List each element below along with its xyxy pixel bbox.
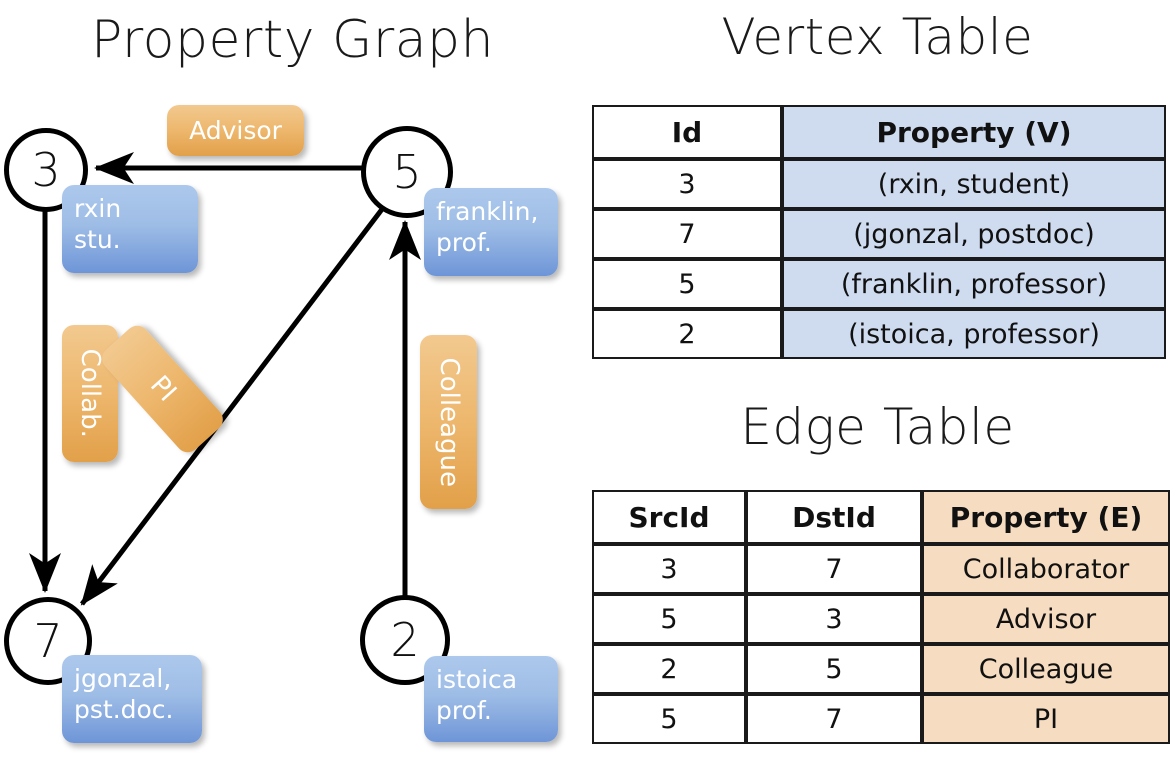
- vertex-table-cell-id: 7: [592, 209, 782, 259]
- table-row: 5 (franklin, professor): [592, 259, 1166, 309]
- vertex-table-cell-id: 2: [592, 309, 782, 359]
- vertex-property-box-rxin: rxin stu.: [62, 185, 198, 273]
- table-row: 3 7 Collaborator: [592, 544, 1170, 594]
- graph-node-2[interactable]: 2: [360, 595, 450, 685]
- graph-node-5[interactable]: 5: [361, 126, 453, 218]
- vertex-property-line: prof.: [436, 228, 492, 258]
- edge-table-cell-property: PI: [922, 694, 1170, 744]
- edge-table-cell-property: Colleague: [922, 644, 1170, 694]
- edge-table-cell-dstid: 3: [746, 594, 922, 644]
- table-row: 2 5 Colleague: [592, 644, 1170, 694]
- edge-table-cell-property: Collaborator: [922, 544, 1170, 594]
- edge-table: SrcId DstId Property (E) 3 7 Collaborato…: [592, 490, 1170, 744]
- vertex-property-line: prof.: [436, 696, 492, 726]
- edge-table-cell-srcid: 2: [592, 644, 746, 694]
- edge-table-cell-srcid: 5: [592, 594, 746, 644]
- edge-table-cell-srcid: 3: [592, 544, 746, 594]
- edge-table-cell-dstid: 5: [746, 644, 922, 694]
- edge-table-cell-dstid: 7: [746, 694, 922, 744]
- vertex-table-header-property: Property (V): [782, 105, 1166, 159]
- vertex-property-line: jgonzal,: [74, 664, 172, 693]
- graph-edge-arrows: [29, 152, 421, 606]
- table-row: 5 7 PI: [592, 694, 1170, 744]
- edge-label-box-advisor: Advisor: [167, 105, 304, 156]
- edge-table-cell-srcid: 5: [592, 694, 746, 744]
- edge-label-box-colleague: Colleague: [420, 335, 477, 509]
- vertex-table-cell-id: 5: [592, 259, 782, 309]
- table-header-row: SrcId DstId Property (E): [592, 490, 1170, 544]
- table-row: 5 3 Advisor: [592, 594, 1170, 644]
- vertex-table: Id Property (V) 3 (rxin, student) 7 (jgo…: [592, 105, 1166, 359]
- page-title-property-graph: Property Graph: [90, 10, 495, 70]
- vertex-table-cell-property: (franklin, professor): [782, 259, 1166, 309]
- vertex-property-line: stu.: [74, 225, 121, 255]
- vertex-property-box-jgonzal: jgonzal, pst.doc.: [62, 655, 202, 743]
- edge-label-text: Colleague: [433, 357, 464, 487]
- vertex-table-cell-property: (jgonzal, postdoc): [782, 209, 1166, 259]
- vertex-table-header-id: Id: [592, 105, 782, 159]
- vertex-property-line: istoica: [436, 665, 518, 694]
- edge-table-header-dstid: DstId: [746, 490, 922, 544]
- table-header-row: Id Property (V): [592, 105, 1166, 159]
- edge-table-cell-dstid: 7: [746, 544, 922, 594]
- table-row: 2 (istoica, professor): [592, 309, 1166, 359]
- table-row: 3 (rxin, student): [592, 159, 1166, 209]
- vertex-property-line: franklin,: [436, 197, 539, 226]
- vertex-table-cell-id: 3: [592, 159, 782, 209]
- vertex-property-box-franklin: franklin, prof.: [424, 188, 558, 276]
- edge-label-text: Advisor: [189, 115, 282, 145]
- vertex-table-cell-property: (istoica, professor): [782, 309, 1166, 359]
- vertex-table-cell-property: (rxin, student): [782, 159, 1166, 209]
- vertex-property-line: rxin: [74, 194, 122, 223]
- edge-table-header-srcid: SrcId: [592, 490, 746, 544]
- edge-label-text: Collab.: [75, 348, 106, 439]
- edge-label-text: PI: [143, 370, 182, 408]
- edge-table-header-property: Property (E): [922, 490, 1170, 544]
- page-title-vertex-table: Vertex Table: [721, 8, 1034, 66]
- table-row: 7 (jgonzal, postdoc): [592, 209, 1166, 259]
- vertex-property-line: pst.doc.: [74, 695, 174, 725]
- edge-table-cell-property: Advisor: [922, 594, 1170, 644]
- vertex-property-box-istoica: istoica prof.: [424, 656, 558, 742]
- edge-arrow-pi: [80, 198, 391, 606]
- page-title-edge-table: Edge Table: [740, 398, 1015, 456]
- property-graph-diagram: 3 5 7 2 rxin stu. franklin, prof. jgonza…: [4, 105, 558, 743]
